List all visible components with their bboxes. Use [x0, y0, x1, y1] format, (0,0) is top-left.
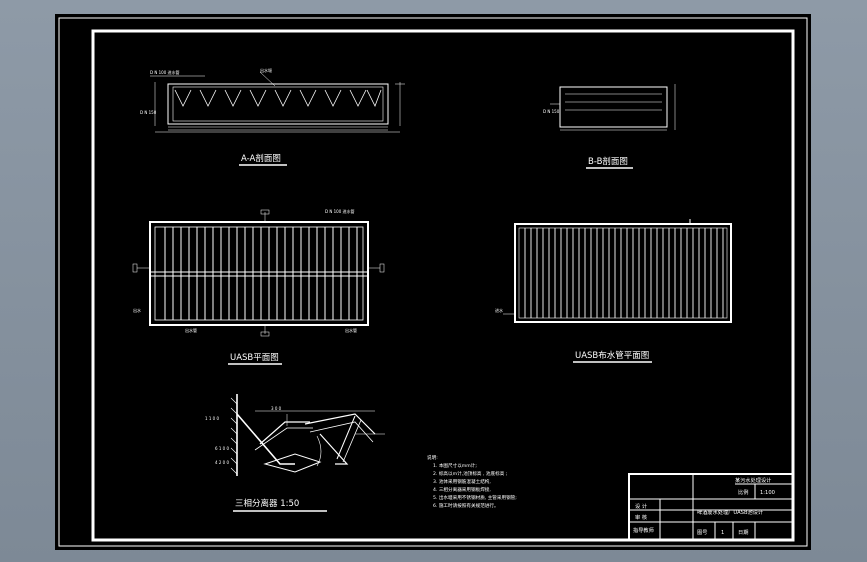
notes-heading: 说明:	[427, 454, 438, 461]
cad-viewport[interactable]: D N 100 进水管 出水堰 D N 150 A-A剖面图 D N 150 B…	[55, 14, 811, 550]
section-aa-title: A-A剖面图	[241, 153, 281, 164]
tb-check: 审 核	[635, 513, 647, 521]
note-line: 4. 三相分离器采用钢板焊接,	[433, 486, 491, 493]
section-aa-drawing	[150, 71, 405, 133]
svg-text:4 2 0 0: 4 2 0 0	[215, 460, 229, 465]
svg-text:D N 100 进水管: D N 100 进水管	[325, 208, 355, 214]
svg-text:3 0 0: 3 0 0	[271, 406, 282, 411]
note-line: 1. 本图尺寸以mm计;	[433, 462, 477, 469]
outer-frame	[58, 17, 808, 547]
tb-sheet-label: 图号	[697, 529, 707, 536]
svg-text:1 1 0 0: 1 1 0 0	[205, 416, 219, 421]
inner-frame	[91, 29, 795, 542]
svg-text:D N 150: D N 150	[140, 110, 157, 115]
tb-design: 设 计	[635, 502, 647, 510]
svg-text:出水堰: 出水堰	[260, 67, 272, 73]
svg-text:出水管: 出水管	[185, 327, 197, 333]
separator-drawing	[230, 394, 385, 476]
tb-project: 啤酒废水处理厂UASB池设计	[697, 508, 763, 516]
svg-text:D N 100 进水管: D N 100 进水管	[150, 69, 180, 75]
svg-text:出水: 出水	[133, 307, 141, 313]
section-bb-title: B-B剖面图	[588, 156, 628, 167]
svg-text:D N 150: D N 150	[543, 109, 560, 114]
note-line: 2. 标高以m计,池顶标高 , 池底标高 ;	[433, 470, 508, 477]
plan-title: UASB平面图	[230, 353, 279, 363]
tb-advisor: 指导教师	[633, 526, 654, 534]
title-block	[628, 473, 794, 541]
tb-scale-label: 比例	[738, 488, 748, 496]
tb-scale: 1:100	[760, 490, 775, 496]
tb-sheet-no: 1	[721, 530, 724, 536]
note-line: 3. 池体采用钢筋混凝土结构,	[433, 478, 491, 485]
separator-title: 三相分离器 1:50	[235, 498, 299, 509]
notes-block: 说明: 1. 本图尺寸以mm计; 2. 标高以m计,池顶标高 , 池底标高 ; …	[427, 454, 517, 509]
section-bb-drawing	[550, 84, 676, 131]
tb-date-label: 日期	[738, 529, 748, 536]
plan-pipe-title: UASB布水管平面图	[575, 350, 649, 361]
note-line: 5. 出水堰采用不锈钢材质, 主管采用钢管;	[433, 494, 517, 501]
note-line: 6. 施工时请按照有关规范进行。	[433, 502, 499, 509]
svg-text:出水管: 出水管	[345, 327, 357, 333]
plan-pipe-drawing	[503, 219, 732, 323]
svg-text:进水: 进水	[495, 307, 503, 313]
tb-company: 某污水处理设计	[735, 476, 771, 484]
plan-drawing	[132, 209, 385, 337]
svg-text:6 1 0 0: 6 1 0 0	[215, 446, 229, 451]
cad-drawing: D N 100 进水管 出水堰 D N 150 A-A剖面图 D N 150 B…	[58, 17, 808, 547]
